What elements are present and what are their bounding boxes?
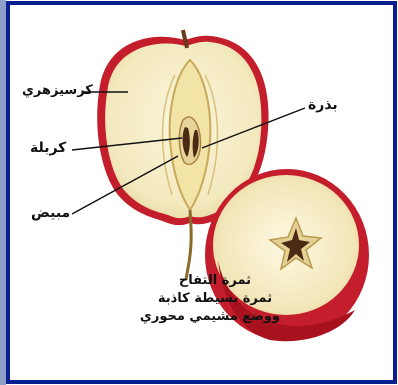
label-carpel: كربلة [30,141,66,155]
left-edge-strip [0,0,6,385]
caption-line-3: ووضع مشيمي محوري [150,308,280,326]
label-seed: بذرة [308,98,338,112]
label-receptacle: كرسيزهري [22,84,93,97]
label-ovary: مبيض [31,206,70,220]
caption-line-1: ثمرة التفاح [150,272,280,290]
caption-block: ثمرة التفاح ثمرة بسيطة كاذبة ووضع مشيمي … [150,272,280,326]
caption-line-2: ثمرة بسيطة كاذبة [150,290,280,308]
